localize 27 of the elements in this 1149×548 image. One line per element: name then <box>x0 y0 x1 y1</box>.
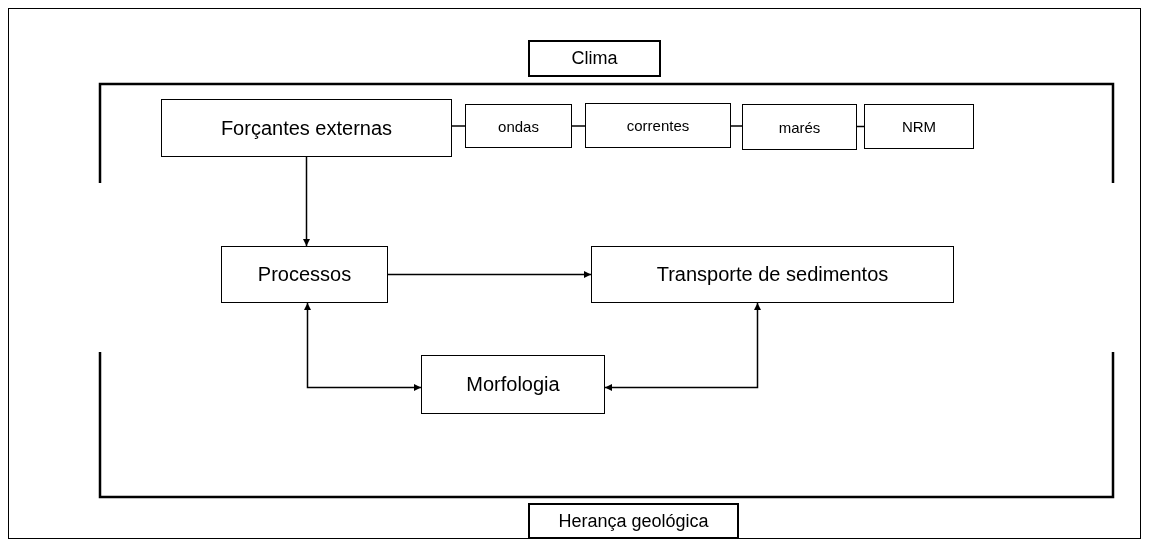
box-label: Processos <box>257 263 352 286</box>
process-box <box>528 503 739 539</box>
connector-line <box>571 125 586 127</box>
box-label: Transporte de sedimentos <box>656 263 889 286</box>
box-label: Clima <box>571 48 618 69</box>
box-label: correntes <box>626 117 690 134</box>
process-box <box>221 246 388 303</box>
process-box <box>591 246 954 303</box>
connector-line <box>730 125 743 127</box>
arrow <box>304 302 422 391</box>
process-box <box>528 40 661 77</box>
arrow <box>387 271 592 278</box>
arrow <box>604 302 761 391</box>
arrow <box>303 156 310 247</box>
process-box <box>421 355 605 414</box>
box-label: marés <box>778 118 821 136</box>
box-label: Herança geológica <box>558 510 709 532</box>
process-box <box>161 99 452 157</box>
box-label: Morfologia <box>466 373 560 396</box>
connector-line <box>451 125 466 127</box>
process-box <box>585 103 731 148</box>
box-label: NRM <box>901 118 937 135</box>
process-box <box>742 104 857 150</box>
box-label: Forçantes externas <box>220 116 393 140</box>
process-box <box>864 104 974 149</box>
process-box <box>465 104 572 148</box>
box-label: ondas <box>498 117 539 135</box>
